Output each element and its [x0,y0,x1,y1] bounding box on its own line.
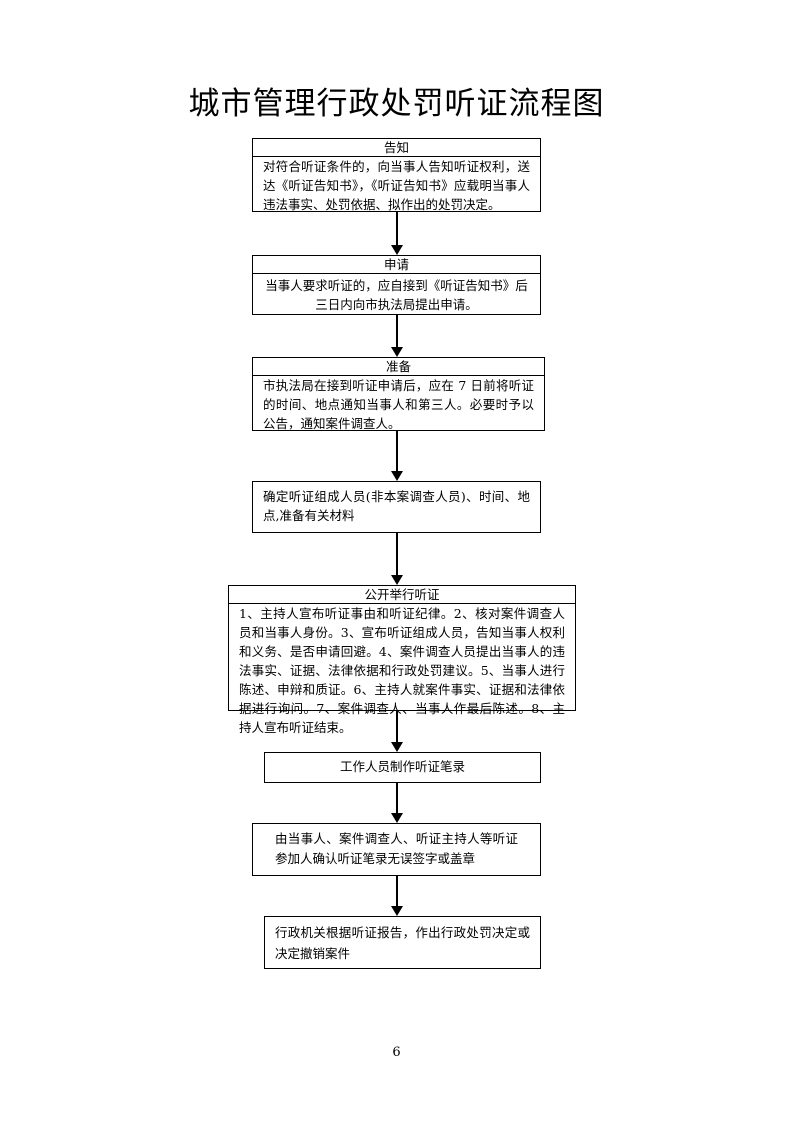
step-decision-text: 行政机关根据听证报告，作出行政处罚决定或决定撤销案件 [275,925,530,961]
step-arrange-box: 确定听证组成人员(非本案调查人员)、时间、地点,准备有关材料 [252,481,541,533]
step-prepare-box: 准备 市执法局在接到听证申请后，应在 7 日前将听证的时间、地点通知当事人和第三… [252,357,545,431]
page-number: 6 [392,1045,401,1060]
step-apply-text: 当事人要求听证的，应自接到《听证告知书》后三日内向市执法局提出申请。 [265,278,528,312]
step-confirm-box: 由当事人、案件调查人、听证主持人等听证参加人确认听证笔录无误签字或盖章 [252,823,541,876]
step-hearing-text: 1、主持人宣布听证事由和听证纪律。2、核对案件调查人员和当事人身份。3、宣布听证… [239,606,565,735]
step-prepare-text: 市执法局在接到听证申请后，应在 7 日前将听证的时间、地点通知当事人和第三人。必… [263,378,534,431]
flow-arrow-7 [391,876,403,916]
step-record-text: 工作人员制作听证笔录 [339,759,465,774]
flow-arrow-1 [391,212,403,255]
step-notify-text: 对符合听证条件的，向当事人告知听证权利，送达《听证告知书》，《听证告知书》应载明… [263,159,530,212]
step-decision-box: 行政机关根据听证报告，作出行政处罚决定或决定撤销案件 [264,916,541,969]
flow-arrow-3 [391,431,403,481]
step-arrange-text: 确定听证组成人员(非本案调查人员)、时间、地点,准备有关材料 [263,489,530,523]
page-title: 城市管理行政处罚听证流程图 [188,86,605,122]
step-notify-box: 告知 对符合听证条件的，向当事人告知听证权利，送达《听证告知书》，《听证告知书》… [252,138,541,212]
flow-arrow-5 [391,711,403,752]
flow-arrow-2 [391,315,403,357]
flow-arrow-6 [391,783,403,823]
step-confirm-text: 由当事人、案件调查人、听证主持人等听证参加人确认听证笔录无误签字或盖章 [275,831,518,866]
step-record-box: 工作人员制作听证笔录 [264,752,541,783]
step-apply-header: 申请 [253,256,540,274]
step-apply-box: 申请 当事人要求听证的，应自接到《听证告知书》后三日内向市执法局提出申请。 [252,255,541,315]
flow-arrow-4 [391,533,403,585]
step-hearing-header: 公开举行听证 [229,586,575,604]
step-notify-header: 告知 [253,139,540,157]
step-hearing-box: 公开举行听证 1、主持人宣布听证事由和听证纪律。2、核对案件调查人员和当事人身份… [228,585,576,735]
step-prepare-header: 准备 [253,358,544,376]
